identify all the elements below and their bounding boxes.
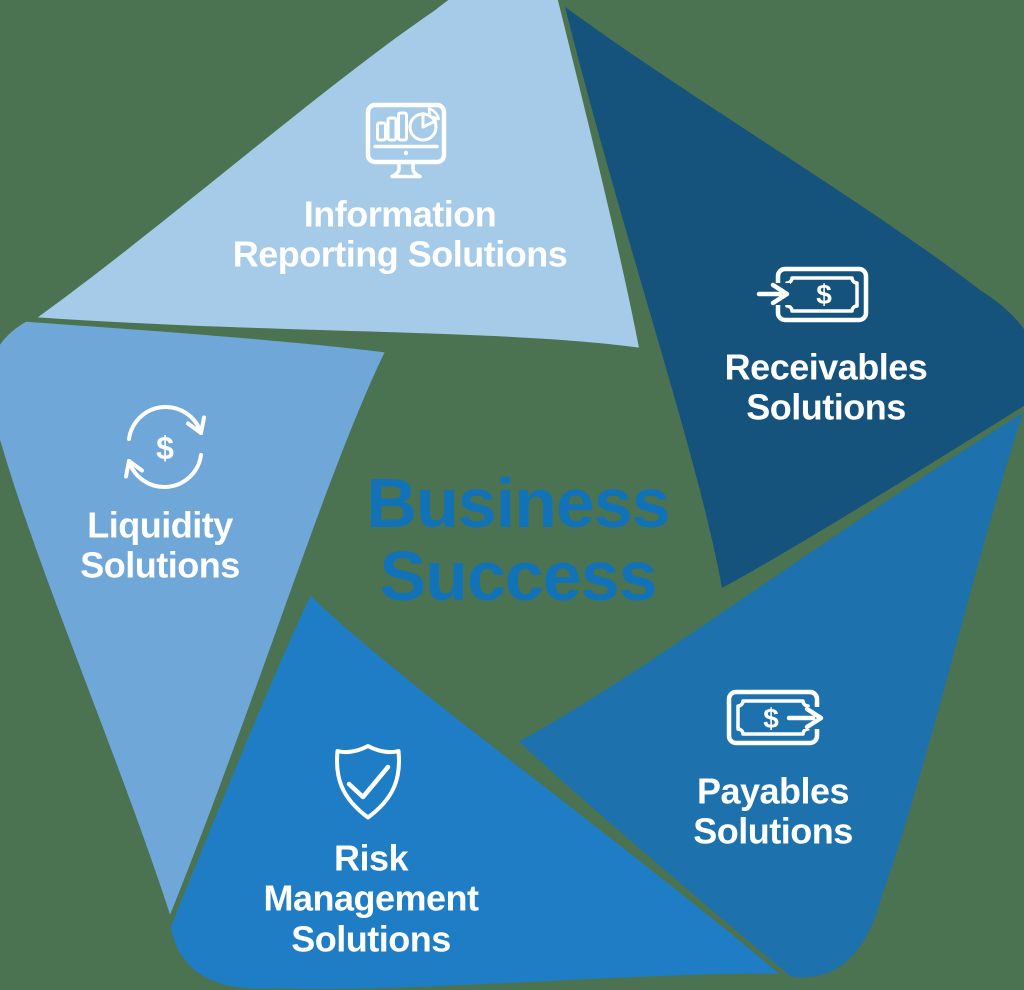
dollar-sign: $ [816, 279, 832, 310]
currency-cycle-icon: $ [124, 405, 206, 489]
dollar-sign: $ [763, 703, 779, 734]
segment-label-receivables: Receivables Solutions [724, 346, 928, 428]
center-title: Business Success [366, 464, 670, 615]
outgoing-payment-icon: $ [726, 689, 824, 746]
shield-check-icon [335, 744, 401, 820]
incoming-payment-icon: $ [756, 266, 869, 323]
analytics-monitor-icon [365, 102, 447, 179]
segment-label-liquidity: Liquidity Solutions [80, 504, 240, 586]
dollar-sign: $ [156, 430, 174, 466]
segment-label-risk-management: Risk Management Solutions [263, 837, 479, 960]
segment-label-payables: Payables Solutions [693, 770, 853, 852]
segment-label-information-reporting: Information Reporting Solutions [232, 193, 568, 275]
